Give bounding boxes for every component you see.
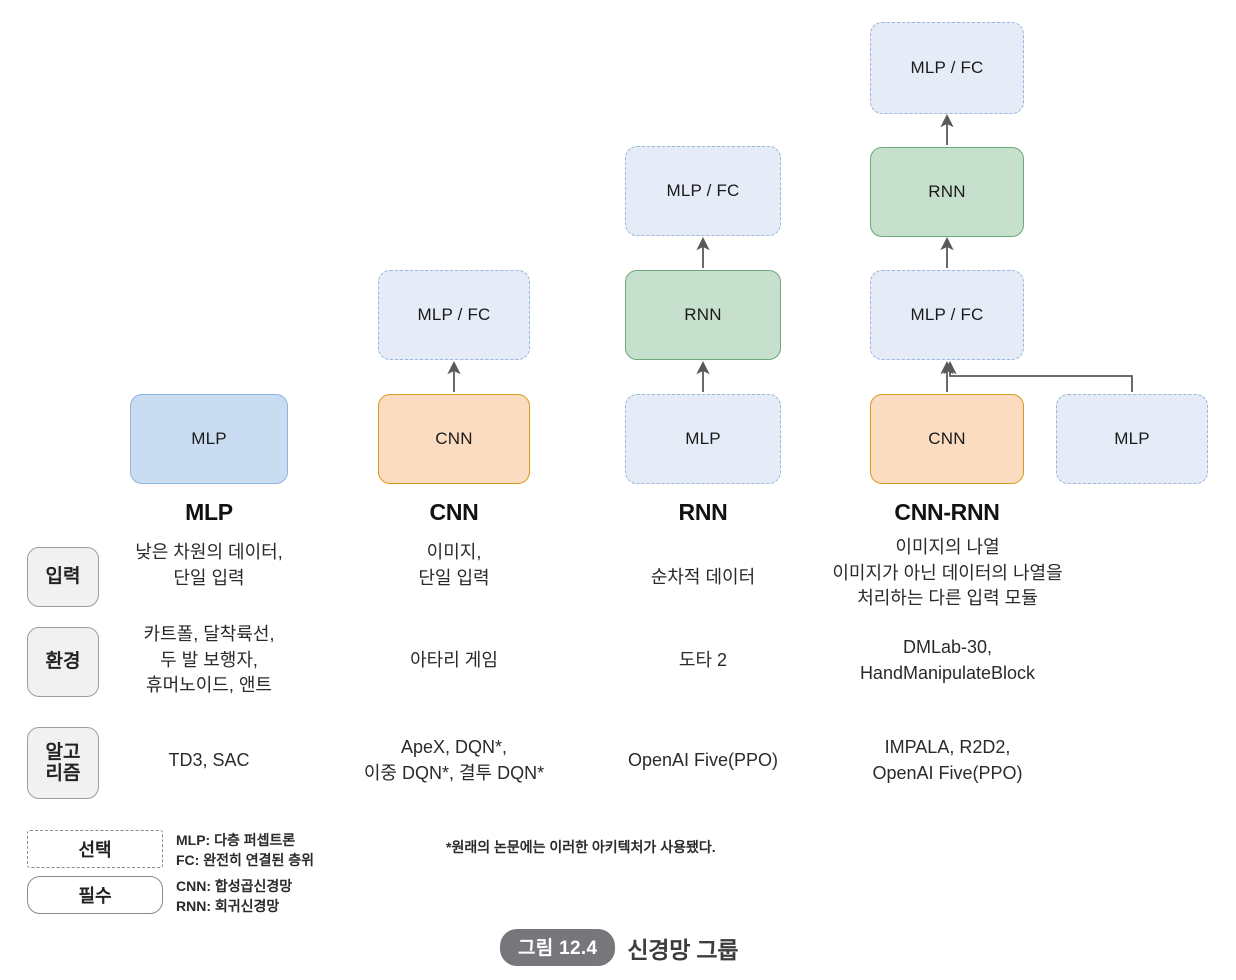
cell-environment-mlp: 카트폴, 달착륙선, 두 발 보행자, 휴머노이드, 앤트 [143,624,275,696]
legend-optional-description: MLP: 다층 퍼셉트론 FC: 완전히 연결된 층위 [176,832,315,869]
block-rnn-col-mlp[interactable]: MLP [625,394,781,484]
block-label: MLP [685,429,721,448]
cell-environment-cnn-rnn: DMLab-30, HandManipulateBlock [859,637,1036,683]
block-cnnrnn-col-mlpfc-top[interactable]: MLP / FC [870,22,1024,114]
block-cnnrnn-col-cnn[interactable]: CNN [870,394,1024,484]
cell-input-rnn: 순차적 데이터 [650,567,756,587]
block-cnn-col-mlpfc[interactable]: MLP / FC [378,270,530,360]
block-label: MLP / FC [910,305,984,324]
figure-caption: 그림 12.4 신경망 그룹 [500,929,739,966]
row-label-algorithm: 알고 리즘 [27,727,99,799]
row-label-text: 입력 [45,566,81,588]
footnote-text: *원래의 논문에는 이러한 아키텍처가 사용됐다. [446,839,716,855]
block-rnn-col-mlpfc[interactable]: MLP / FC [625,146,781,236]
legend-optional-label: 선택 [78,840,112,860]
column-caption-cnn: CNN [429,499,479,525]
row-label-environment: 환경 [27,627,99,697]
block-label: MLP / FC [666,181,740,200]
block-cnn-col-cnn[interactable]: CNN [378,394,530,484]
legend-optional-box: 선택 [27,830,163,868]
row-label-input: 입력 [27,547,99,607]
legend-required-box: 필수 [27,876,163,914]
block-label: RNN [928,182,966,201]
block-cnnrnn-col-mlpfc[interactable]: MLP / FC [870,270,1024,360]
block-label: CNN [435,429,473,448]
column-caption-rnn: RNN [678,499,728,525]
cell-input-cnn-rnn: 이미지의 나열 이미지가 아닌 데이터의 나열을 처리하는 다른 입력 모듈 [832,537,1063,609]
block-label: MLP / FC [417,305,491,324]
row-label-text: 환경 [45,651,81,673]
cell-algorithm-mlp: TD3, SAC [168,750,250,770]
block-label: RNN [684,305,722,324]
cell-algorithm-cnn: ApeX, DQN*, 이중 DQN*, 결투 DQN* [363,737,545,783]
block-label: CNN [928,429,966,448]
cell-algorithm-cnn-rnn: IMPALA, R2D2, OpenAI Five(PPO) [872,737,1023,783]
figure-number-pill: 그림 12.4 [500,929,616,966]
column-caption-mlp: MLP [185,499,233,525]
cell-environment-cnn: 아타리 게임 [410,650,498,670]
block-label: MLP [191,429,227,448]
block-label: MLP / FC [910,58,984,77]
cell-algorithm-rnn: OpenAI Five(PPO) [627,750,779,770]
block-cnnrnn-col-mlp[interactable]: MLP [1056,394,1208,484]
block-cnnrnn-col-rnn[interactable]: RNN [870,147,1024,237]
figure-caption-text: 신경망 그룹 [627,936,739,963]
block-mlp-col-mlp[interactable]: MLP [130,394,288,484]
row-label-text: 알고 리즘 [45,741,81,784]
legend-required-description: CNN: 합성곱신경망 RNN: 회귀신경망 [176,878,293,915]
cell-environment-rnn: 도타 2 [678,650,728,670]
cell-input-mlp: 낮은 차원의 데이터, 단일 입력 [135,542,283,588]
cell-input-cnn: 이미지, 단일 입력 [418,542,490,588]
block-label: MLP [1114,429,1150,448]
elbow-cnnrnn-mlp-to-mlpfc [943,360,1133,392]
block-rnn-col-rnn[interactable]: RNN [625,270,781,360]
legend-required-label: 필수 [78,886,112,906]
column-caption-cnn-rnn: CNN-RNN [894,499,1000,525]
